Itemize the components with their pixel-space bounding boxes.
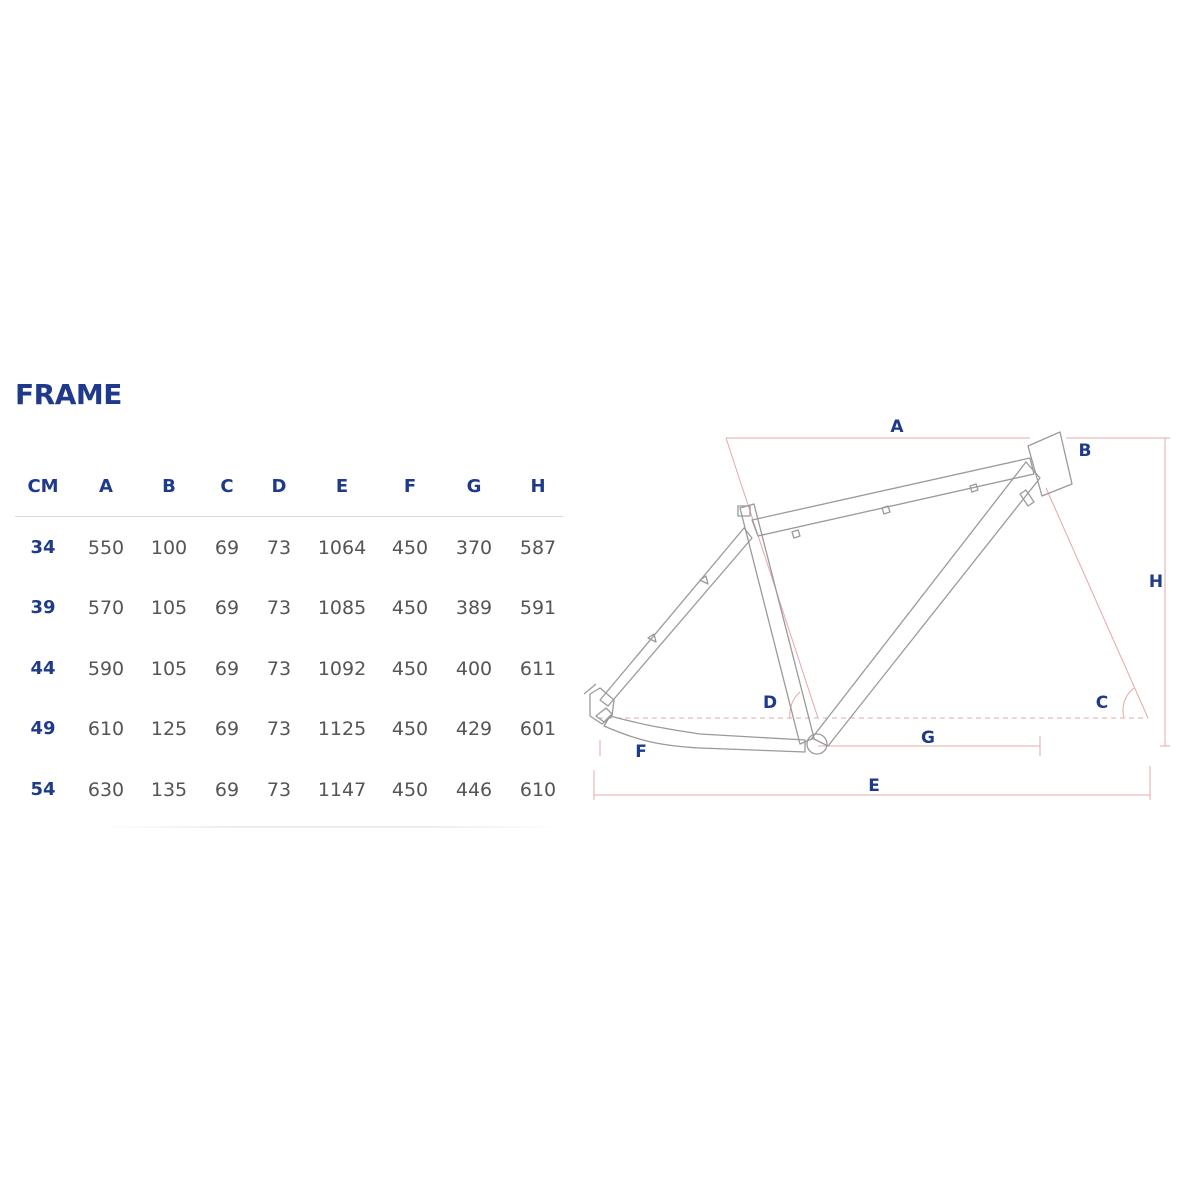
table-row: 49 610 125 69 73 1125 450 429 601	[0, 718, 600, 748]
label-h: H	[1149, 572, 1163, 592]
top-tube-guide-1	[791, 529, 801, 539]
value-a: 590	[87, 658, 125, 680]
seat-stay	[599, 527, 753, 707]
size-cell: 44	[30, 658, 56, 679]
bottom-bracket	[806, 733, 828, 755]
value-a: 570	[87, 597, 125, 619]
head-tube	[1027, 431, 1073, 497]
label-d: D	[763, 693, 777, 713]
value-f: 450	[391, 537, 429, 559]
header-e: E	[335, 476, 349, 497]
top-tube	[751, 457, 1035, 537]
table-row: 44 590 105 69 73 1092 450 400 611	[0, 658, 600, 688]
rear-dropout	[589, 687, 615, 725]
table-row: 54 630 135 69 73 1147 450 446 610	[0, 779, 600, 809]
value-c: 69	[214, 537, 240, 559]
table-row: 39 570 105 69 73 1085 450 389 591	[0, 597, 600, 627]
header-divider	[15, 516, 563, 517]
value-h: 610	[519, 779, 557, 801]
value-b: 100	[150, 537, 188, 559]
value-a: 630	[87, 779, 125, 801]
value-g: 389	[455, 597, 493, 619]
value-e: 1064	[317, 537, 367, 559]
value-f: 450	[391, 658, 429, 680]
value-h: 611	[519, 658, 557, 680]
value-d: 73	[266, 537, 292, 559]
label-f: F	[635, 742, 647, 762]
header-c: C	[220, 476, 234, 497]
label-c: C	[1096, 693, 1108, 713]
table-row: 34 550 100 69 73 1064 450 370 587	[0, 537, 600, 567]
value-a: 610	[87, 718, 125, 740]
header-b: B	[162, 476, 176, 497]
label-e: E	[868, 776, 880, 796]
header-cm: CM	[27, 476, 59, 497]
top-tube-guide-3	[969, 483, 979, 493]
value-c: 69	[214, 597, 240, 619]
value-h: 591	[519, 597, 557, 619]
bottle-mount-1	[699, 575, 709, 585]
value-c: 69	[214, 658, 240, 680]
header-h: H	[530, 476, 546, 497]
value-c: 69	[214, 718, 240, 740]
down-tube	[811, 461, 1041, 747]
size-cell: 39	[30, 597, 56, 618]
angle-arc-d	[789, 691, 801, 719]
value-e: 1092	[317, 658, 367, 680]
size-cell: 49	[30, 718, 56, 739]
value-f: 450	[391, 779, 429, 801]
frame-title: FRAME	[15, 378, 122, 411]
value-e: 1085	[317, 597, 367, 619]
value-e: 1147	[317, 779, 367, 801]
cable-guide	[1019, 489, 1035, 507]
brake-mount	[595, 707, 613, 723]
table-bottom-divider	[100, 826, 562, 828]
header-d: D	[271, 476, 287, 497]
dimension-lines	[593, 437, 1170, 800]
dimension-line-a-extension	[725, 437, 819, 719]
value-g: 370	[455, 537, 493, 559]
value-d: 73	[266, 779, 292, 801]
value-f: 450	[391, 597, 429, 619]
value-g: 429	[455, 718, 493, 740]
top-tube-guide-2	[881, 505, 891, 515]
value-g: 400	[455, 658, 493, 680]
dimension-line-steer-axis	[1045, 487, 1149, 719]
header-f: F	[403, 476, 417, 497]
bottle-mount-2	[647, 633, 657, 643]
label-a: A	[890, 417, 904, 437]
value-d: 73	[266, 658, 292, 680]
frame-geometry-diagram: A B C D E F G H	[583, 417, 1170, 800]
bike-frame-outline	[583, 431, 1073, 755]
value-e: 1125	[317, 718, 367, 740]
label-b: B	[1079, 441, 1092, 461]
value-b: 135	[150, 779, 188, 801]
size-cell: 34	[30, 537, 56, 558]
rear-derailleur-hanger	[583, 683, 597, 695]
value-c: 69	[214, 779, 240, 801]
value-f: 450	[391, 718, 429, 740]
chain-stay	[603, 715, 806, 753]
label-g: G	[921, 728, 935, 748]
value-b: 105	[150, 597, 188, 619]
angle-arc-c	[1122, 687, 1135, 719]
value-b: 105	[150, 658, 188, 680]
seat-tube-collar	[737, 505, 751, 517]
seat-tube	[739, 503, 815, 745]
value-a: 550	[87, 537, 125, 559]
header-a: A	[99, 476, 113, 497]
dimension-labels: A B C D E F G H	[635, 417, 1163, 796]
size-cell: 54	[30, 779, 56, 800]
value-h: 601	[519, 718, 557, 740]
header-g: G	[466, 476, 482, 497]
value-h: 587	[519, 537, 557, 559]
value-d: 73	[266, 718, 292, 740]
value-d: 73	[266, 597, 292, 619]
value-g: 446	[455, 779, 493, 801]
value-b: 125	[150, 718, 188, 740]
